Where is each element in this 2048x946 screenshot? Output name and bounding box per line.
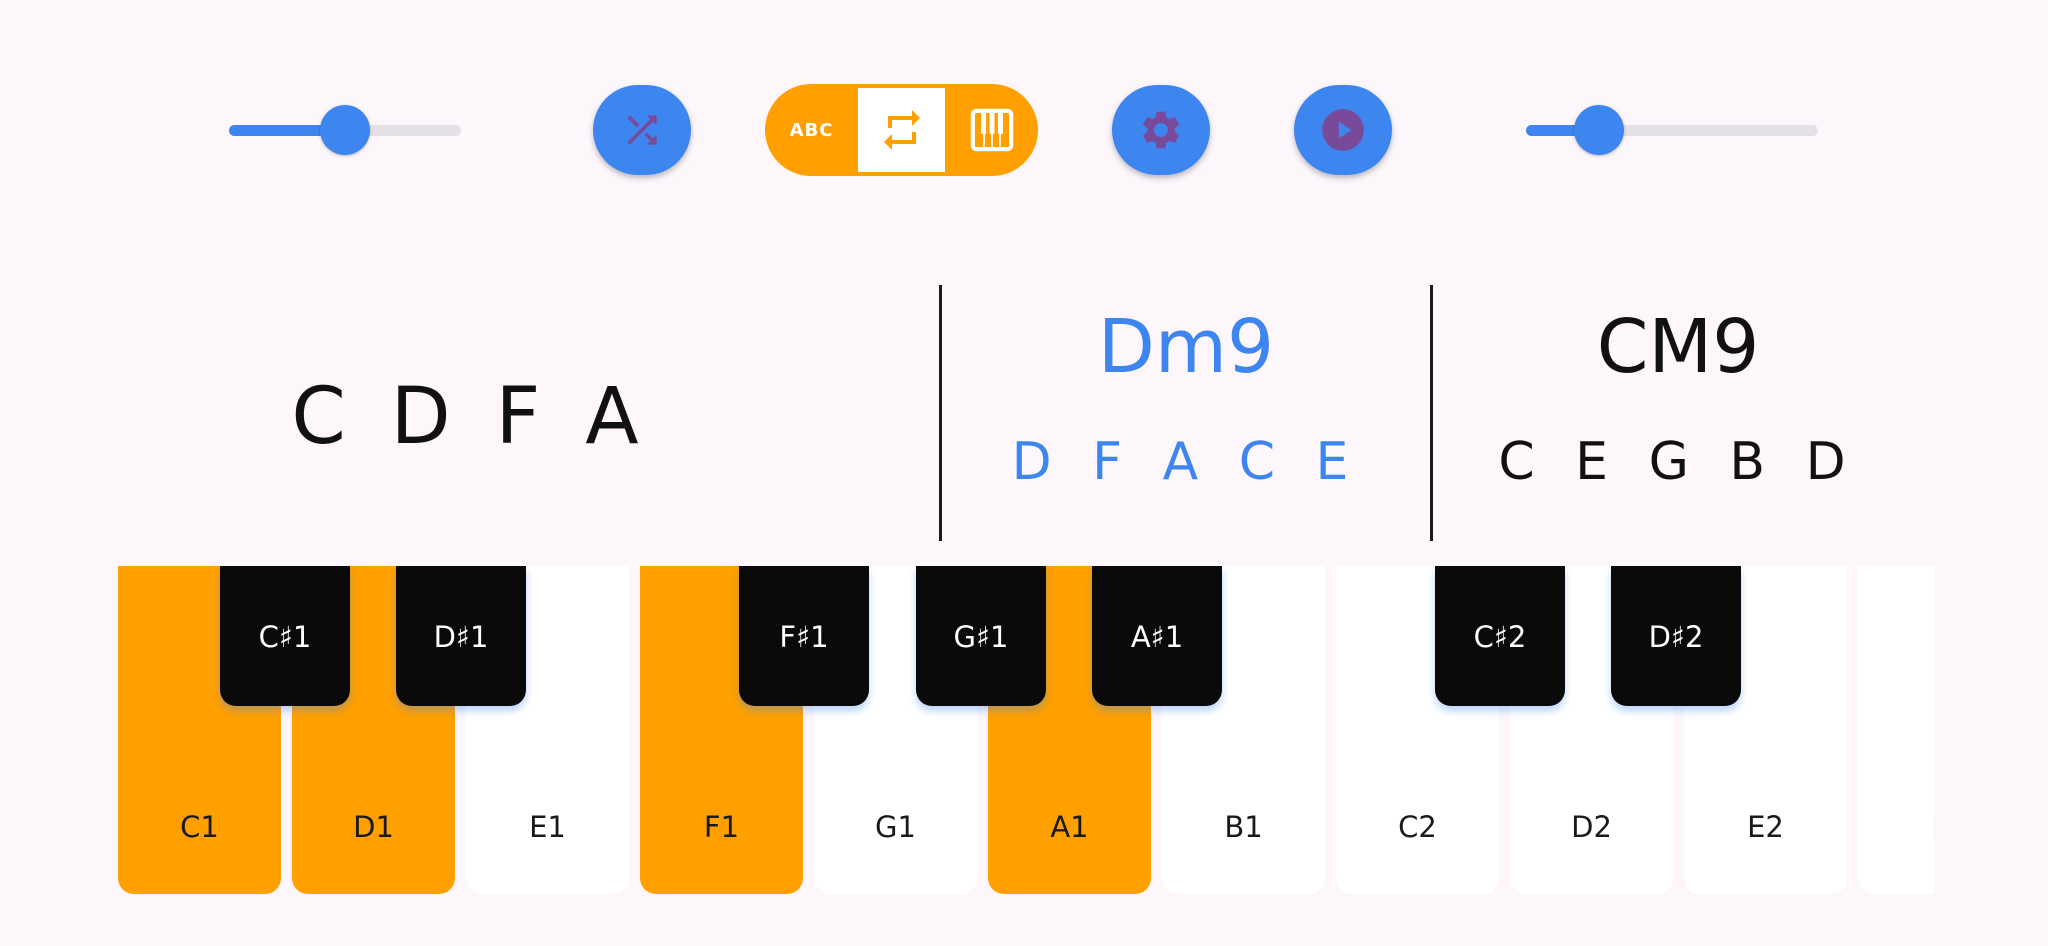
key-label: C♯2 [1473, 620, 1527, 654]
left-slider[interactable] [229, 100, 461, 160]
key-label: G♯1 [953, 620, 1009, 654]
gear-icon [1143, 111, 1179, 149]
play-button[interactable] [1294, 85, 1392, 175]
black-key-c-sharp-2[interactable]: C♯2 [1435, 566, 1565, 706]
key-label: A1 [1050, 810, 1089, 844]
repeat-icon [883, 110, 920, 150]
white-key-e1[interactable]: E1 [466, 566, 629, 894]
left-slider-thumb[interactable] [320, 105, 370, 155]
played-notes: C D F A [291, 372, 649, 462]
black-key-d-sharp-2[interactable]: D♯2 [1611, 566, 1741, 706]
right-slider-thumb[interactable] [1574, 105, 1624, 155]
abc-icon: ABC [789, 119, 834, 141]
piano-keyboard: C1 D1 E1 F1 G1 A1 B1 C2 D2 E2 F C♯1 D♯1 … [118, 566, 1934, 896]
chord-name: CM9 [1596, 304, 1760, 390]
black-key-g-sharp-1[interactable]: G♯1 [916, 566, 1046, 706]
left-slider-fill [229, 125, 345, 136]
mode-toggle: ABC [765, 84, 1038, 176]
right-slider[interactable] [1526, 100, 1818, 160]
right-slider-track[interactable] [1526, 125, 1818, 136]
key-label: C♯1 [258, 620, 312, 654]
key-label: F1 [703, 810, 740, 844]
black-key-a-sharp-1[interactable]: A♯1 [1092, 566, 1222, 706]
key-label: D♯1 [433, 620, 489, 654]
mode-repeat-button[interactable] [858, 88, 945, 172]
shuffle-button[interactable] [593, 85, 691, 175]
divider [1430, 285, 1433, 541]
right-slider-fill [1526, 125, 1599, 136]
key-label: C1 [180, 810, 219, 844]
key-label: A♯1 [1130, 620, 1184, 654]
mode-abc-button[interactable]: ABC [765, 84, 858, 176]
key-label: E2 [1747, 810, 1784, 844]
chord-name: Dm9 [1097, 304, 1275, 390]
key-label: D1 [353, 810, 394, 844]
white-key-f2[interactable]: F [1858, 566, 1934, 894]
key-label: F [1858, 810, 1934, 844]
key-label: C2 [1398, 810, 1437, 844]
divider [939, 285, 942, 541]
chord-notes: D F A C E [1011, 432, 1361, 492]
key-label: D♯2 [1648, 620, 1704, 654]
black-key-d-sharp-1[interactable]: D♯1 [396, 566, 526, 706]
key-label: F♯1 [779, 620, 829, 654]
chord-suggestion[interactable]: CM9 C E G B D [1433, 310, 1923, 488]
key-label: B1 [1224, 810, 1263, 844]
key-label: E1 [529, 810, 566, 844]
settings-button[interactable] [1112, 85, 1210, 175]
key-label: G1 [875, 810, 916, 844]
chord-notes: C E G B D [1498, 432, 1858, 492]
black-key-f-sharp-1[interactable]: F♯1 [739, 566, 869, 706]
piano-icon [970, 108, 1013, 152]
key-label: D2 [1571, 810, 1612, 844]
play-circle-icon [1322, 109, 1364, 151]
mode-piano-button[interactable] [945, 84, 1038, 176]
shuffle-icon [627, 115, 657, 145]
black-key-c-sharp-1[interactable]: C♯1 [220, 566, 350, 706]
chord-suggestion[interactable]: Dm9 D F A C E [942, 310, 1430, 488]
